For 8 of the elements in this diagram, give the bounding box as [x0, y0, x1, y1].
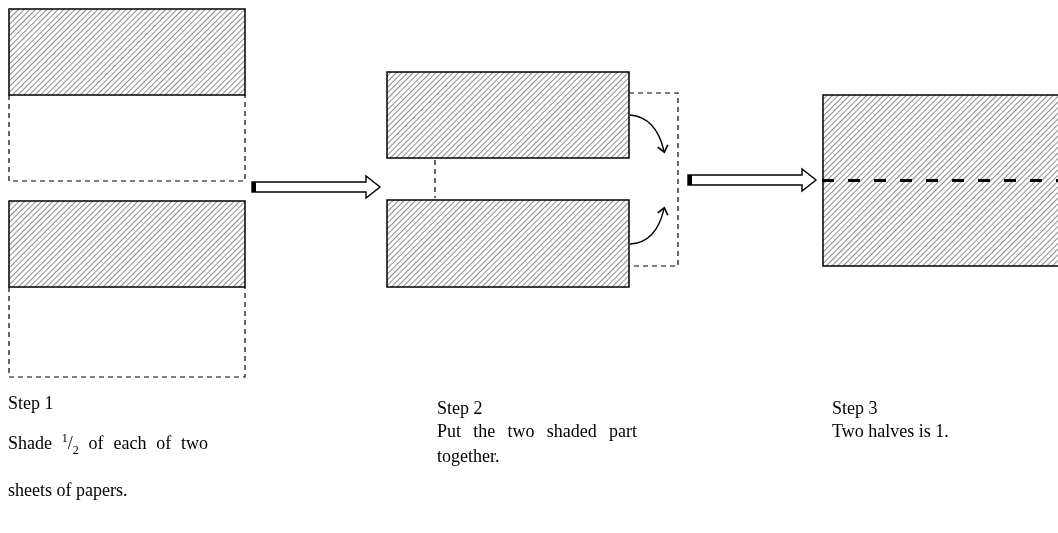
step-heading: Step 2: [437, 397, 484, 419]
step-heading: Step 3: [832, 397, 879, 419]
hollow-arrow: [251, 174, 382, 200]
hollow-arrow: [687, 167, 818, 193]
step-description: Put the two shaded part together.: [437, 420, 637, 468]
step-description: Two halves is 1.: [832, 420, 950, 443]
step-description: Shade $^{1}$/$_{2}$ of each of two sheets of papers.: [8, 430, 208, 502]
step-heading: Step 1: [8, 392, 55, 414]
